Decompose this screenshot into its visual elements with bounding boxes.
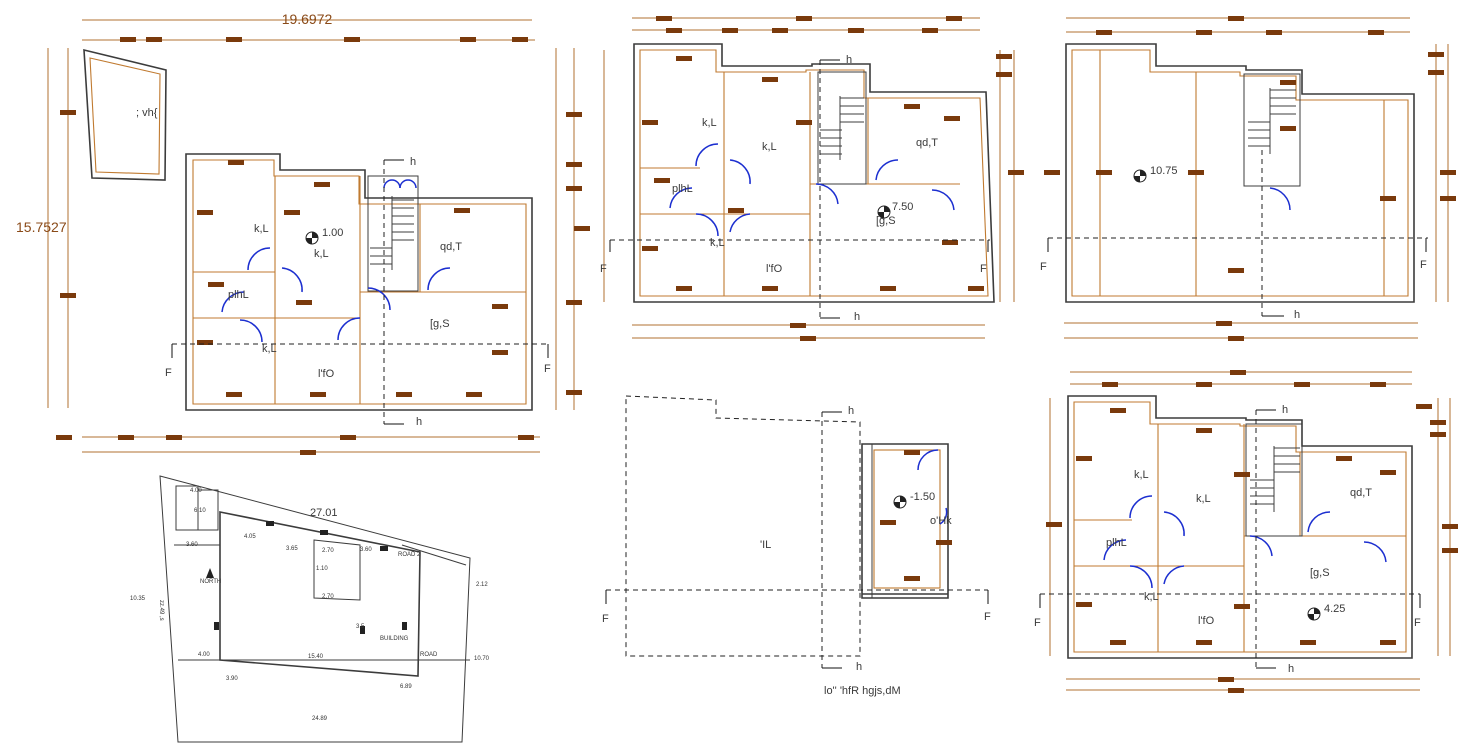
room-label: k,L xyxy=(710,237,725,249)
site-tiny-label: ROAD xyxy=(420,652,438,658)
section-mark-h: h xyxy=(854,311,860,323)
site-dim: 6.89 xyxy=(400,684,412,690)
terrace-plan: 10.75 F F h xyxy=(1040,16,1456,341)
lawn-label: 'IL xyxy=(760,539,771,551)
site-dim: 3.90 xyxy=(226,676,238,682)
site-dim: 2.70 xyxy=(322,548,334,554)
level-label: 7.50 xyxy=(892,201,913,213)
drawing-caption: lo'' 'hfR hgjs,dM xyxy=(824,685,901,697)
basement-plan: 'IL -1.50 o'Hk F F h h lo'' 'hfR hgjs,dM xyxy=(602,395,991,697)
top-shape-label: ; vh{ xyxy=(136,107,158,119)
room-label: [g,S xyxy=(876,215,896,227)
site-dim: 1.10 xyxy=(316,566,328,572)
level-label: -1.50 xyxy=(910,491,935,503)
site-bottom-length: 24.89 xyxy=(312,716,328,722)
section-mark-f: F xyxy=(1420,259,1427,271)
fourth-floor-plan: k,L k,L k,L plhL qd,T [g,S l'fO 4.25 F F… xyxy=(1034,370,1458,693)
room-label: k,L xyxy=(254,223,269,235)
north-arrow-icon xyxy=(206,568,214,578)
level-label: 1.00 xyxy=(322,227,343,239)
room-label: [g,S xyxy=(1310,567,1330,579)
site-tiny-label: NORTH xyxy=(200,579,221,585)
site-dim: 3.65 xyxy=(286,546,298,552)
site-plan: 27.01 zz.49 ,s 24.89 4.00 4.05 3.65 2.70… xyxy=(130,475,490,743)
site-dim: 4.00 xyxy=(190,488,202,494)
site-dim: 2.12 xyxy=(476,582,488,588)
first-floor-plan: k,L k,L k,L plhL qd,T [g,S l'fO 7.50 F F… xyxy=(574,16,1024,341)
room-label: plhL xyxy=(228,289,249,301)
site-dim: 4.00 xyxy=(198,652,210,658)
room-label: [g,S xyxy=(430,318,450,330)
site-dim: 10.70 xyxy=(474,656,490,662)
room-label: plhL xyxy=(1106,537,1127,549)
section-mark-f: F xyxy=(1040,261,1047,273)
section-mark-f: F xyxy=(980,263,987,275)
section-mark-h: h xyxy=(846,54,852,66)
room-label: l'fO xyxy=(318,368,335,380)
room-label: k,L xyxy=(1144,591,1159,603)
room-label: k,L xyxy=(1134,469,1149,481)
site-dim: 10.35 xyxy=(130,596,146,602)
room-label: plhL xyxy=(672,183,693,195)
room-label: k,L xyxy=(1196,493,1211,505)
room-label: qd,T xyxy=(916,137,938,149)
overall-height-label: 15.7527 xyxy=(16,219,67,235)
level-label: 10.75 xyxy=(1150,165,1178,177)
section-mark-h: h xyxy=(848,405,854,417)
section-mark-f: F xyxy=(1034,617,1041,629)
section-mark-h: h xyxy=(410,156,416,168)
section-mark-h: h xyxy=(1282,404,1288,416)
site-dim: 6.10 xyxy=(194,508,206,514)
site-dim: 4.05 xyxy=(244,534,256,540)
ground-floor-plan: 19.6972 15.7527 ; vh{ xyxy=(16,11,590,455)
section-mark-f: F xyxy=(600,263,607,275)
room-label: k,L xyxy=(762,141,777,153)
site-top-length: 27.01 xyxy=(310,507,338,519)
section-mark-f: F xyxy=(544,363,551,375)
level-label: 4.25 xyxy=(1324,603,1345,615)
overall-width-label: 19.6972 xyxy=(282,11,333,27)
room-label: k,L xyxy=(314,248,329,260)
room-label: l'fO xyxy=(1198,615,1215,627)
section-mark-h: h xyxy=(856,661,862,673)
section-mark-h: h xyxy=(1288,663,1294,675)
room-label: o'Hk xyxy=(930,515,952,527)
site-dim: 3.60 xyxy=(360,547,372,553)
site-dim: 3.60 xyxy=(186,542,198,548)
section-mark-f: F xyxy=(984,611,991,623)
room-label: qd,T xyxy=(1350,487,1372,499)
section-mark-f: F xyxy=(165,367,172,379)
site-dim: 15.40 xyxy=(308,654,324,660)
section-mark-f: F xyxy=(602,613,609,625)
room-label: qd,T xyxy=(440,241,462,253)
section-mark-h: h xyxy=(416,416,422,428)
room-label: k,L xyxy=(262,343,277,355)
site-side-length: zz.49 ,s xyxy=(158,600,164,621)
room-label: k,L xyxy=(702,117,717,129)
site-tiny-label: ROAD 2 xyxy=(398,552,421,558)
site-tiny-label: BUILDING xyxy=(380,636,409,642)
site-dim: 3.5 xyxy=(356,624,365,630)
section-mark-h: h xyxy=(1294,309,1300,321)
section-mark-f: F xyxy=(1414,617,1421,629)
room-label: l'fO xyxy=(766,263,783,275)
site-dim: 2.70 xyxy=(322,594,334,600)
